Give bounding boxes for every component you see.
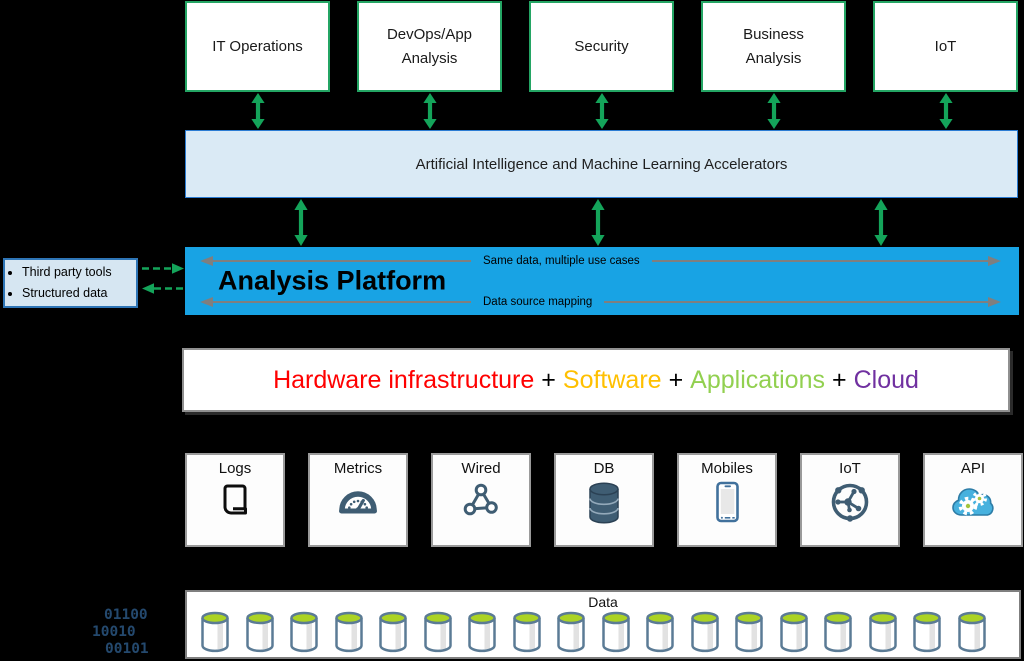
database-cylinder-icon bbox=[779, 611, 808, 653]
analysis-platform: Same data, multiple use cases Analysis P… bbox=[185, 247, 1019, 315]
database-cylinder-icon bbox=[468, 611, 496, 653]
gauge-icon bbox=[339, 491, 377, 514]
double-arrow-icon bbox=[250, 93, 265, 129]
source-box-label: Metrics bbox=[333, 460, 383, 477]
database-cylinder-icon bbox=[913, 611, 941, 653]
stack-part-hardware: Hardware infrastructure bbox=[273, 365, 535, 394]
same-data-arrow-row: Same data, multiple use cases bbox=[200, 254, 1002, 268]
stack-part-applications: Applications bbox=[690, 365, 825, 394]
binary-text: 01100 10010 00101 bbox=[92, 607, 149, 658]
source-box-iot: IoT bbox=[800, 453, 900, 547]
ai-bar-label: Artificial Intelligence and Machine Lear… bbox=[415, 155, 788, 173]
source-box-metrics: Metrics bbox=[308, 453, 408, 547]
source-box-label: DB bbox=[593, 460, 615, 477]
top-box-label: IT Operations bbox=[212, 37, 303, 55]
source-box-label: Logs bbox=[218, 460, 252, 477]
database-cylinder-icon bbox=[690, 611, 719, 653]
right-arrow-line bbox=[651, 255, 1002, 266]
stack-part-software: Software bbox=[562, 365, 662, 394]
arrow-label: Same data, multiple use cases bbox=[483, 255, 640, 267]
network-nodes-icon bbox=[463, 483, 498, 516]
top-box-label: DevOps/App Analysis bbox=[386, 26, 473, 67]
cylinder-row bbox=[187, 611, 1019, 653]
database-cylinder-icon bbox=[379, 611, 407, 653]
database-cylinder-icon bbox=[334, 611, 363, 653]
database-cylinder-icon bbox=[824, 611, 852, 653]
iot-hub-icon bbox=[831, 483, 869, 522]
double-arrow-icon bbox=[594, 93, 609, 129]
database-cylinder-icon bbox=[201, 611, 229, 653]
stack-box: Hardware infrastructure + Software + App… bbox=[182, 348, 1010, 412]
side-panel-item: Third party tools bbox=[22, 262, 112, 283]
top-box-devops-app-analysis: DevOps/App Analysis bbox=[357, 1, 502, 92]
arrow-cell bbox=[873, 92, 1018, 130]
left-arrow-line bbox=[200, 296, 471, 307]
database-cylinder-icon bbox=[646, 611, 674, 653]
side-panel-list: Third party tools Structured data bbox=[5, 262, 112, 303]
data-box-label: Data bbox=[588, 594, 618, 610]
dashed-arrow-right-icon bbox=[142, 263, 184, 274]
ai-accelerators-bar: Artificial Intelligence and Machine Lear… bbox=[185, 130, 1018, 198]
side-panel-item: Structured data bbox=[22, 283, 112, 304]
source-box-label: API bbox=[960, 460, 986, 477]
database-cylinder-icon bbox=[423, 611, 452, 653]
database-icon bbox=[589, 482, 619, 524]
sources-row: Logs Metrics Wired bbox=[185, 453, 1023, 547]
double-arrow-icon bbox=[874, 199, 888, 246]
arrow-cell bbox=[357, 92, 502, 130]
data-source-arrow-row: Data source mapping bbox=[200, 295, 1001, 309]
analysis-platform-title: Analysis Platform bbox=[218, 265, 447, 296]
top-box-it-operations: IT Operations bbox=[185, 1, 330, 92]
arrow-row-top bbox=[185, 92, 1018, 130]
plus-separator: + bbox=[668, 365, 684, 394]
top-row: IT Operations DevOps/App Analysis Securi… bbox=[185, 1, 1018, 92]
arrow-cell bbox=[529, 92, 674, 130]
double-arrow-icon bbox=[294, 199, 308, 246]
right-arrow-line bbox=[604, 296, 1001, 307]
source-box-db: DB bbox=[554, 453, 654, 547]
database-cylinder-icon bbox=[512, 611, 541, 653]
source-box-label: IoT bbox=[839, 460, 861, 477]
double-arrow-icon bbox=[938, 93, 953, 129]
document-scroll-icon bbox=[223, 484, 247, 515]
plus-separator: + bbox=[541, 365, 556, 394]
source-box-logs: Logs bbox=[185, 453, 285, 547]
arrow-cell bbox=[701, 92, 846, 130]
database-cylinder-icon bbox=[958, 611, 986, 653]
source-box-api: API bbox=[923, 453, 1023, 547]
arrow-cell bbox=[185, 92, 330, 130]
top-box-label: Business Analysis bbox=[743, 26, 804, 67]
top-box-label: Security bbox=[574, 37, 629, 55]
source-box-label: Mobiles bbox=[701, 460, 753, 477]
cloud-gears-icon bbox=[952, 488, 994, 516]
dashed-arrow-left-icon bbox=[142, 283, 184, 294]
top-box-iot: IoT bbox=[873, 1, 1018, 92]
arrow-label: Data source mapping bbox=[483, 296, 593, 308]
top-box-label: IoT bbox=[934, 37, 957, 55]
database-cylinder-icon bbox=[245, 611, 274, 653]
binary-line: 10010 bbox=[92, 624, 136, 640]
stack-part-cloud: Cloud bbox=[853, 365, 919, 394]
double-arrow-icon bbox=[766, 93, 781, 129]
database-cylinder-icon bbox=[868, 611, 897, 653]
data-box: Data bbox=[185, 590, 1021, 659]
side-panel: Third party tools Structured data bbox=[3, 258, 138, 308]
binary-line: 01100 bbox=[104, 607, 148, 623]
binary-line: 00101 bbox=[105, 641, 149, 657]
plus-separator: + bbox=[831, 365, 847, 394]
database-cylinder-icon bbox=[601, 611, 630, 653]
source-box-label: Wired bbox=[461, 460, 501, 477]
database-cylinder-icon bbox=[557, 611, 585, 653]
left-arrow-line bbox=[200, 255, 471, 266]
source-box-mobiles: Mobiles bbox=[677, 453, 777, 547]
top-box-security: Security bbox=[529, 1, 674, 92]
top-box-business-analysis: Business Analysis bbox=[701, 1, 846, 92]
smartphone-icon bbox=[716, 481, 739, 523]
database-cylinder-icon bbox=[735, 611, 763, 653]
double-arrow-icon bbox=[591, 199, 605, 246]
database-cylinder-icon bbox=[290, 611, 318, 653]
double-arrow-icon bbox=[422, 93, 437, 129]
source-box-wired: Wired bbox=[431, 453, 531, 547]
